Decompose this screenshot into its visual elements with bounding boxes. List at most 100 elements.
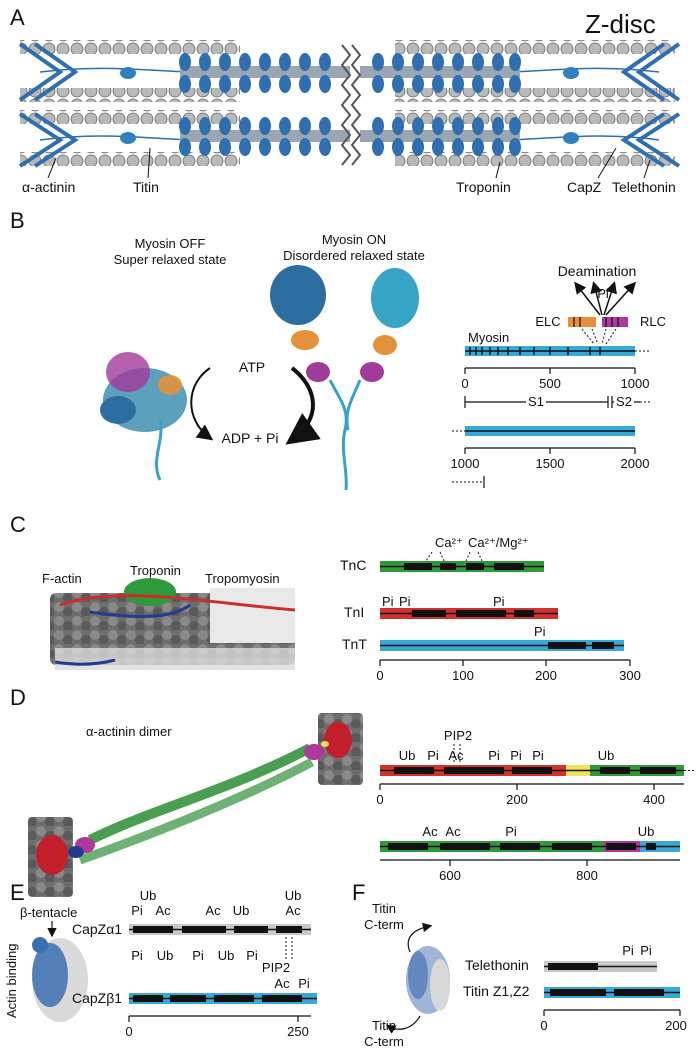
label-d-ac3: Ac bbox=[445, 824, 461, 839]
label-d-ac1: Ac bbox=[448, 748, 464, 763]
label-d-ub1: Ub bbox=[399, 748, 416, 763]
actin-filament bbox=[395, 88, 675, 102]
label-tropomyosin: Tropomyosin bbox=[205, 571, 280, 586]
panel-d-tick-200: 200 bbox=[506, 792, 528, 807]
panel-c: C F-actin Troponin Tropomyosin Ca²⁺ Ca²⁺… bbox=[10, 512, 641, 683]
label-e-ub4: Ub bbox=[157, 948, 174, 963]
axis-break-symbol bbox=[340, 44, 362, 166]
label-d-pi2: Pi bbox=[488, 748, 500, 763]
label-d-ub3: Ub bbox=[638, 824, 655, 839]
label-e-ac1: Ac bbox=[155, 903, 171, 918]
myosin-on-subtitle: Disordered relaxed state bbox=[283, 248, 425, 263]
panel-d: D α-actinin dimer PIP2 Ub Pi Ac Pi Pi Pi… bbox=[10, 685, 694, 897]
cycle-arrow-left bbox=[190, 367, 214, 441]
label-e-pi2: Pi bbox=[131, 948, 143, 963]
label-e-pi5: Pi bbox=[298, 976, 310, 991]
label-actin-binding: Actin binding bbox=[4, 944, 19, 1018]
myosin-off-structure bbox=[100, 352, 187, 481]
cycle-arrow-right bbox=[285, 366, 321, 445]
label-tnc: TnC bbox=[340, 557, 366, 573]
label-e-ub3: Ub bbox=[233, 903, 250, 918]
label-d-ac2: Ac bbox=[422, 824, 438, 839]
label-titin: Titin bbox=[133, 179, 159, 195]
label-atp: ATP bbox=[239, 359, 265, 375]
z-disc-left bbox=[18, 42, 79, 168]
label-f-actin: F-actin bbox=[42, 571, 82, 586]
panel-f-tick-0: 0 bbox=[540, 1018, 547, 1033]
myosin-axis1-tick-1000: 1000 bbox=[621, 376, 650, 391]
titin-top-arrow bbox=[407, 922, 433, 953]
panel-a: A Z-disc bbox=[10, 5, 681, 195]
alpha-actinin-structure bbox=[28, 713, 363, 897]
tnc-site-connectors bbox=[425, 551, 483, 562]
panel-e-tick-0: 0 bbox=[125, 1024, 132, 1039]
label-s2: S2 bbox=[616, 394, 632, 409]
sarcomere-schematic bbox=[18, 40, 681, 179]
panel-e-tick-250: 250 bbox=[287, 1024, 309, 1039]
z-disc-title: Z-disc bbox=[585, 9, 656, 39]
actin-filament bbox=[20, 40, 240, 54]
light-chain-connectors bbox=[581, 328, 617, 345]
myosin-off-subtitle: Super relaxed state bbox=[114, 252, 227, 267]
label-tni-pi2: Pi bbox=[399, 594, 411, 609]
label-ca: Ca²⁺ bbox=[435, 535, 463, 550]
myosin-off-title: Myosin OFF bbox=[135, 236, 206, 251]
label-capz: CapZ bbox=[567, 179, 602, 195]
actin-filament bbox=[395, 152, 675, 166]
deamination-arrows bbox=[574, 281, 637, 316]
telethonin-titin-structure bbox=[406, 946, 450, 1014]
panel-d-tick-0: 0 bbox=[376, 792, 383, 807]
myosin-axis1-tick-0: 0 bbox=[461, 376, 468, 391]
label-tnt-pi: Pi bbox=[534, 624, 546, 639]
label-titin-bottom: Titin bbox=[372, 1018, 396, 1033]
label-myosin: Myosin bbox=[468, 330, 509, 345]
label-f-pi2: Pi bbox=[640, 943, 652, 958]
label-telethonin: Telethonin bbox=[612, 179, 676, 195]
panel-d-tick-600: 600 bbox=[439, 868, 461, 883]
panel-c-tick-100: 100 bbox=[452, 668, 474, 683]
label-deamination: Deamination bbox=[558, 263, 637, 279]
label-d-pi3: Pi bbox=[510, 748, 522, 763]
label-pi-myosin: Pi bbox=[597, 286, 609, 301]
label-telethonin-f: Telethonin bbox=[465, 957, 529, 973]
panel-e: E β-tentacle Actin binding Ub Ub Pi Ac A… bbox=[4, 880, 317, 1039]
label-troponin: Troponin bbox=[456, 179, 511, 195]
panel-c-tick-200: 200 bbox=[535, 668, 557, 683]
label-d-ub2: Ub bbox=[598, 748, 615, 763]
panel-letter-b: B bbox=[10, 208, 25, 233]
label-ca-mg: Ca²⁺/Mg²⁺ bbox=[468, 535, 529, 550]
label-d-pi5: Pi bbox=[505, 824, 517, 839]
label-e-ac3: Ac bbox=[285, 903, 301, 918]
label-tni: TnI bbox=[344, 604, 364, 620]
capz-structure bbox=[32, 937, 88, 1022]
label-cterm-top: C-term bbox=[364, 917, 404, 932]
label-elc: ELC bbox=[535, 314, 560, 329]
panel-f-tick-200: 200 bbox=[665, 1018, 687, 1033]
elc-bar bbox=[568, 317, 596, 327]
label-capzb1: CapZβ1 bbox=[72, 990, 122, 1006]
label-beta-tentacle: β-tentacle bbox=[20, 905, 77, 920]
titin-strands bbox=[39, 67, 660, 141]
myosin-heads bbox=[179, 53, 521, 156]
panel-c-tick-0: 0 bbox=[376, 668, 383, 683]
myosin-axis2-tick-1000: 1000 bbox=[451, 456, 480, 471]
z-disc-right bbox=[620, 42, 681, 168]
titin-bottom-arrow bbox=[385, 1015, 421, 1034]
label-f-pi1: Pi bbox=[622, 943, 634, 958]
panel-letter-f: F bbox=[352, 880, 365, 905]
thin-filament-structure bbox=[50, 578, 296, 670]
panel-letter-c: C bbox=[10, 512, 26, 537]
myosin-on-title: Myosin ON bbox=[322, 232, 386, 247]
panel-f: F Titin C-term Titin C-term Pi Pi Teleth… bbox=[352, 880, 687, 1049]
panel-letter-e: E bbox=[10, 880, 25, 905]
myosin-domain-map: Deamination Pi ELC RLC bbox=[451, 263, 666, 488]
panel-letter-a: A bbox=[10, 5, 25, 30]
label-alpha-actinin: α-actinin bbox=[22, 179, 75, 195]
label-capza1: CapZα1 bbox=[72, 921, 122, 937]
label-troponin-c: Troponin bbox=[130, 563, 181, 578]
label-pip2-d: PIP2 bbox=[444, 728, 472, 743]
myosin-axis2-tick-2000: 2000 bbox=[621, 456, 650, 471]
label-titin-top: Titin bbox=[372, 901, 396, 916]
label-e-ac2: Ac bbox=[205, 903, 221, 918]
